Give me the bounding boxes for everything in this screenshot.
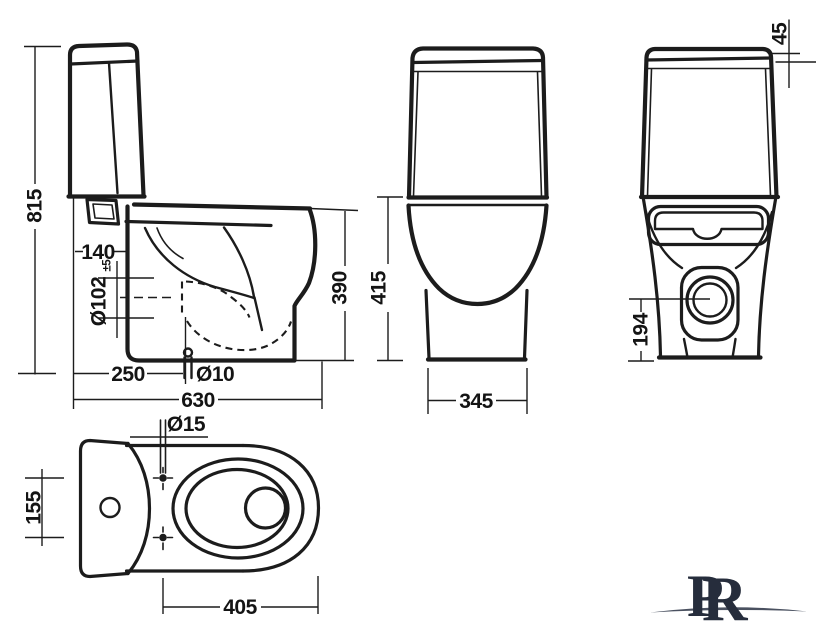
dim-label-250: 250 [111,363,145,386]
flush-connector-inner [92,203,115,220]
dim-label-405: 405 [223,596,257,619]
front-outline [406,46,549,200]
dim-label-345: 345 [459,390,493,413]
dim-tolerance: ±5 [102,259,114,272]
rear-housing-foot-left [682,337,689,359]
rear-housing-foot-right [731,337,737,359]
dim-label-15: Ø15 [167,413,206,436]
dimension-base-width-345: 345 [427,368,528,414]
plan-fixing-hole-top [159,474,167,482]
rim-extension-line [309,207,359,212]
rear-outlet-outer-circle [685,275,735,325]
rear-lid-line [644,56,774,62]
dim-label-390: 390 [329,271,352,305]
bowl-interior-rear-inner [156,227,184,260]
dim-label-155: 155 [23,490,46,524]
dimension-seat-height-415: 415 [368,196,403,362]
dim-label-overall-height: 815 [24,188,47,222]
rear-bowl-sweep-left [644,210,684,270]
bowl-interior-front-curve [222,226,256,299]
rear-outline [639,46,779,200]
flush-connector-outer [85,197,121,226]
trap-hidden-top [185,280,232,298]
rear-view [629,46,781,360]
trap-hidden-sweep [186,320,293,352]
cistern-front-edge [107,61,119,195]
dim-label-415: 415 [368,270,391,304]
trap-hidden-inlet [230,296,251,318]
rear-bowl-side-right [756,197,778,358]
rear-bowl-sweep-right [734,210,774,270]
plan-seat-inner-ring [184,467,290,550]
rear-inner-wall-left [646,68,653,197]
dim-label-194: 194 [630,312,653,346]
plan-seat-outer-ring [171,457,305,560]
seat-profile-line [124,219,273,228]
bowl-front-profile [292,206,318,363]
floor-fixing-screw-shaft [183,356,193,380]
front-bowl-outline [406,203,549,307]
dim-label-outlet-diameter: Ø102 ±5 [88,259,114,327]
plan-fixing-hole-bottom [159,533,167,542]
plan-bowl-front-arc [241,443,321,573]
bowl-rim-line [131,202,313,211]
front-inner-wall-right [536,71,543,197]
dimension-seat-hole-15: Ø15 [130,413,208,474]
bowl-rear-and-base [125,204,297,363]
front-lid-line [411,58,545,65]
logo-letter-r: R [702,564,749,634]
plan-cistern-front-curve [126,441,152,576]
dim-label-140: 140 [81,241,115,264]
weir-line [253,296,264,332]
plan-flush-opening [243,486,288,530]
dimension-lid-height-45: 45 [769,19,816,88]
dimension-overall-height-815: 815 [18,45,61,375]
floor-fixing-screw-head [182,347,194,358]
logo-swoosh [650,607,807,613]
front-inner-wall-left [412,71,419,197]
rear-inner-wall-right [764,68,772,197]
dim-value: Ø102 [88,277,111,326]
dimension-fixing-hole-10: Ø10 [196,363,235,386]
dimension-rim-height-390: 390 [329,211,352,361]
plan-fixing-hole-top-marks [152,466,174,491]
logo-letter-p: P [687,563,724,629]
dimension-trap-outlet-102: Ø102 ±5 [88,259,154,338]
dimension-holes-to-front-405: 405 [162,576,319,619]
side-view [66,42,359,409]
dim-label-630: 630 [181,389,215,412]
dim-label-hole-diameter: Ø10 [196,363,234,386]
dimension-tank-to-bowl-140: 140 [75,241,127,264]
rear-outlet-inner-circle [692,282,728,318]
dim-label-45: 45 [769,22,792,45]
callout-parallel-lines [159,419,167,474]
rear-seat-inner-outline [653,211,764,240]
brand-logo: P R [650,563,807,634]
dimension-overall-depth-630: 630 [74,361,323,412]
plan-fixing-hole-bottom-marks [152,526,174,551]
cistern-lid-line [68,59,140,66]
front-pedestal-right [522,288,529,360]
dimension-fixing-setback-250: 250 [74,363,183,386]
plan-view [78,438,321,579]
plan-cistern-button [99,496,121,519]
dimension-hole-spacing-155: 155 [23,469,64,546]
dimension-outlet-height-194: 194 [628,299,654,362]
front-pedestal-left [424,288,431,360]
rear-trapway-housing [679,265,740,342]
plan-cistern-outline [78,438,130,579]
front-view [406,46,550,362]
cistern-outline [67,42,146,199]
